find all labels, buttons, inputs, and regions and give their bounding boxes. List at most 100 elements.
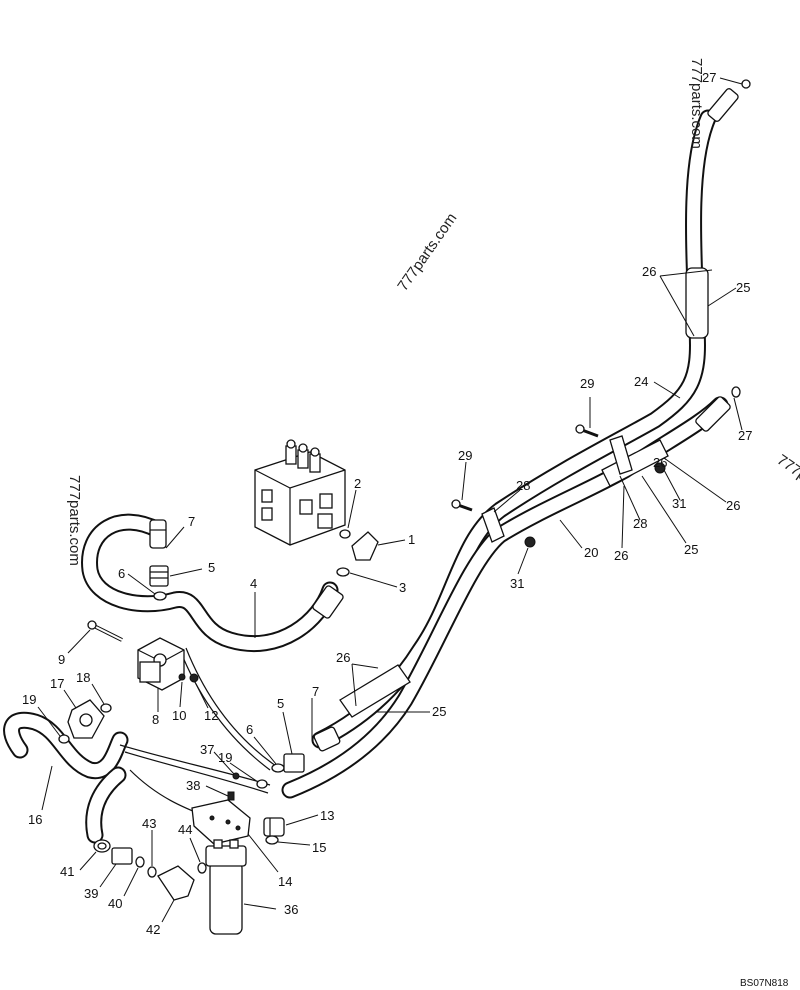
callout-26-top: 26 xyxy=(642,264,656,279)
callout-25-top: 25 xyxy=(736,280,750,295)
callout-27-right: 27 xyxy=(738,428,752,443)
callout-28-left: 28 xyxy=(516,478,530,493)
callout-10: 10 xyxy=(172,708,186,723)
hose-sleeve-25-mid xyxy=(601,439,669,487)
clamp-28-right xyxy=(609,435,633,475)
callout-7-upper: 7 xyxy=(188,514,195,529)
hose-end-7-upper xyxy=(149,519,167,549)
callout-12: 12 xyxy=(204,708,218,723)
tube-line-b xyxy=(179,649,271,771)
callout-16: 16 xyxy=(28,812,42,827)
elbow-fitting-1 xyxy=(351,531,379,561)
control-valve xyxy=(254,439,346,546)
o-ring-19-mid xyxy=(256,779,268,789)
callout-6-mid: 6 xyxy=(246,722,253,737)
callout-1: 1 xyxy=(408,532,415,547)
callout-25-right: 25 xyxy=(684,542,698,557)
callout-27-top: 27 xyxy=(702,70,716,85)
callout-31-left: 31 xyxy=(510,576,524,591)
bracket-14 xyxy=(191,799,251,845)
callout-42: 42 xyxy=(146,922,160,937)
callout-41: 41 xyxy=(60,864,74,879)
callout-38: 38 xyxy=(186,778,200,793)
callout-29-left: 29 xyxy=(458,448,472,463)
o-ring-18 xyxy=(100,703,112,713)
callout-18: 18 xyxy=(76,670,90,685)
bolt-38 xyxy=(227,791,235,801)
callout-6-upper: 6 xyxy=(118,566,125,581)
hose-sleeve-25-low xyxy=(339,664,411,718)
callout-8: 8 xyxy=(152,712,159,727)
o-ring-15 xyxy=(265,835,279,845)
tee-fitting-17 xyxy=(67,699,105,739)
watermark-left: 777parts.com xyxy=(66,475,83,566)
o-ring-19-left xyxy=(58,734,70,744)
bolt-37 xyxy=(232,772,240,780)
callout-37: 37 xyxy=(200,742,214,757)
o-ring-27-top xyxy=(741,79,751,89)
tube-line-a xyxy=(119,744,271,786)
callout-19-left: 19 xyxy=(22,692,36,707)
elbow-42 xyxy=(157,865,195,901)
callout-25-low: 25 xyxy=(432,704,446,719)
o-ring-44 xyxy=(197,862,207,874)
hose-sleeve-25-top xyxy=(685,267,709,339)
hose-end-top xyxy=(707,88,739,122)
adapter-13 xyxy=(263,817,285,837)
leader-lines xyxy=(37,77,743,923)
o-ring-3 xyxy=(336,567,350,577)
o-ring-2 xyxy=(339,529,351,539)
adapter-5-upper xyxy=(149,565,169,587)
callout-26-right: 26 xyxy=(726,498,740,513)
callout-7-mid: 7 xyxy=(312,684,319,699)
callout-2: 2 xyxy=(354,476,361,491)
callout-29-right: 29 xyxy=(580,376,594,391)
nut-31-left xyxy=(524,536,536,548)
o-ring-43 xyxy=(147,866,157,878)
bolt-9 xyxy=(87,620,123,642)
oil-filter-36 xyxy=(205,839,247,935)
callout-20: 20 xyxy=(584,545,598,560)
drawing-code: BS07N818 xyxy=(740,978,789,989)
o-ring-40 xyxy=(135,856,145,868)
watermark-right-edge: 777parts.com xyxy=(774,451,800,517)
adapter-5-mid xyxy=(283,753,305,773)
callout-13: 13 xyxy=(320,808,334,823)
o-ring-6-mid xyxy=(271,763,285,773)
o-ring-27-right xyxy=(731,386,741,398)
watermark-center: 777parts.com xyxy=(394,210,460,294)
o-ring-41 xyxy=(93,839,111,853)
callout-26-low: 26 xyxy=(336,650,350,665)
callout-9: 9 xyxy=(58,652,65,667)
callout-14: 14 xyxy=(278,874,292,889)
callout-31-right: 31 xyxy=(672,496,686,511)
callout-5-mid: 5 xyxy=(277,696,284,711)
callout-3: 3 xyxy=(399,580,406,595)
watermark-top-right: 777parts.com xyxy=(688,58,705,149)
o-ring-10 xyxy=(178,673,186,681)
callout-44: 44 xyxy=(178,822,192,837)
callout-24: 24 xyxy=(634,374,648,389)
clamp-28-left xyxy=(481,507,505,543)
callout-19-mid: 19 xyxy=(218,750,232,765)
hose-end-right xyxy=(695,396,731,432)
bolt-29-right xyxy=(575,424,599,438)
hose-end-fitting-3 xyxy=(312,585,344,619)
callout-39: 39 xyxy=(84,886,98,901)
callout-28-right: 28 xyxy=(633,516,647,531)
callout-26-near: 26 xyxy=(653,455,667,470)
callout-26-mid: 26 xyxy=(614,548,628,563)
bolt-29-left xyxy=(451,499,473,512)
callout-43: 43 xyxy=(142,816,156,831)
callout-5-upper: 5 xyxy=(208,560,215,575)
mounting-block-8 xyxy=(137,637,185,691)
nipple-39 xyxy=(111,847,133,865)
callout-4: 4 xyxy=(250,576,257,591)
callout-36: 36 xyxy=(284,902,298,917)
callout-15: 15 xyxy=(312,840,326,855)
nut-31-right xyxy=(654,462,666,474)
hose-end-7-mid xyxy=(313,726,341,752)
callout-17: 17 xyxy=(50,676,64,691)
